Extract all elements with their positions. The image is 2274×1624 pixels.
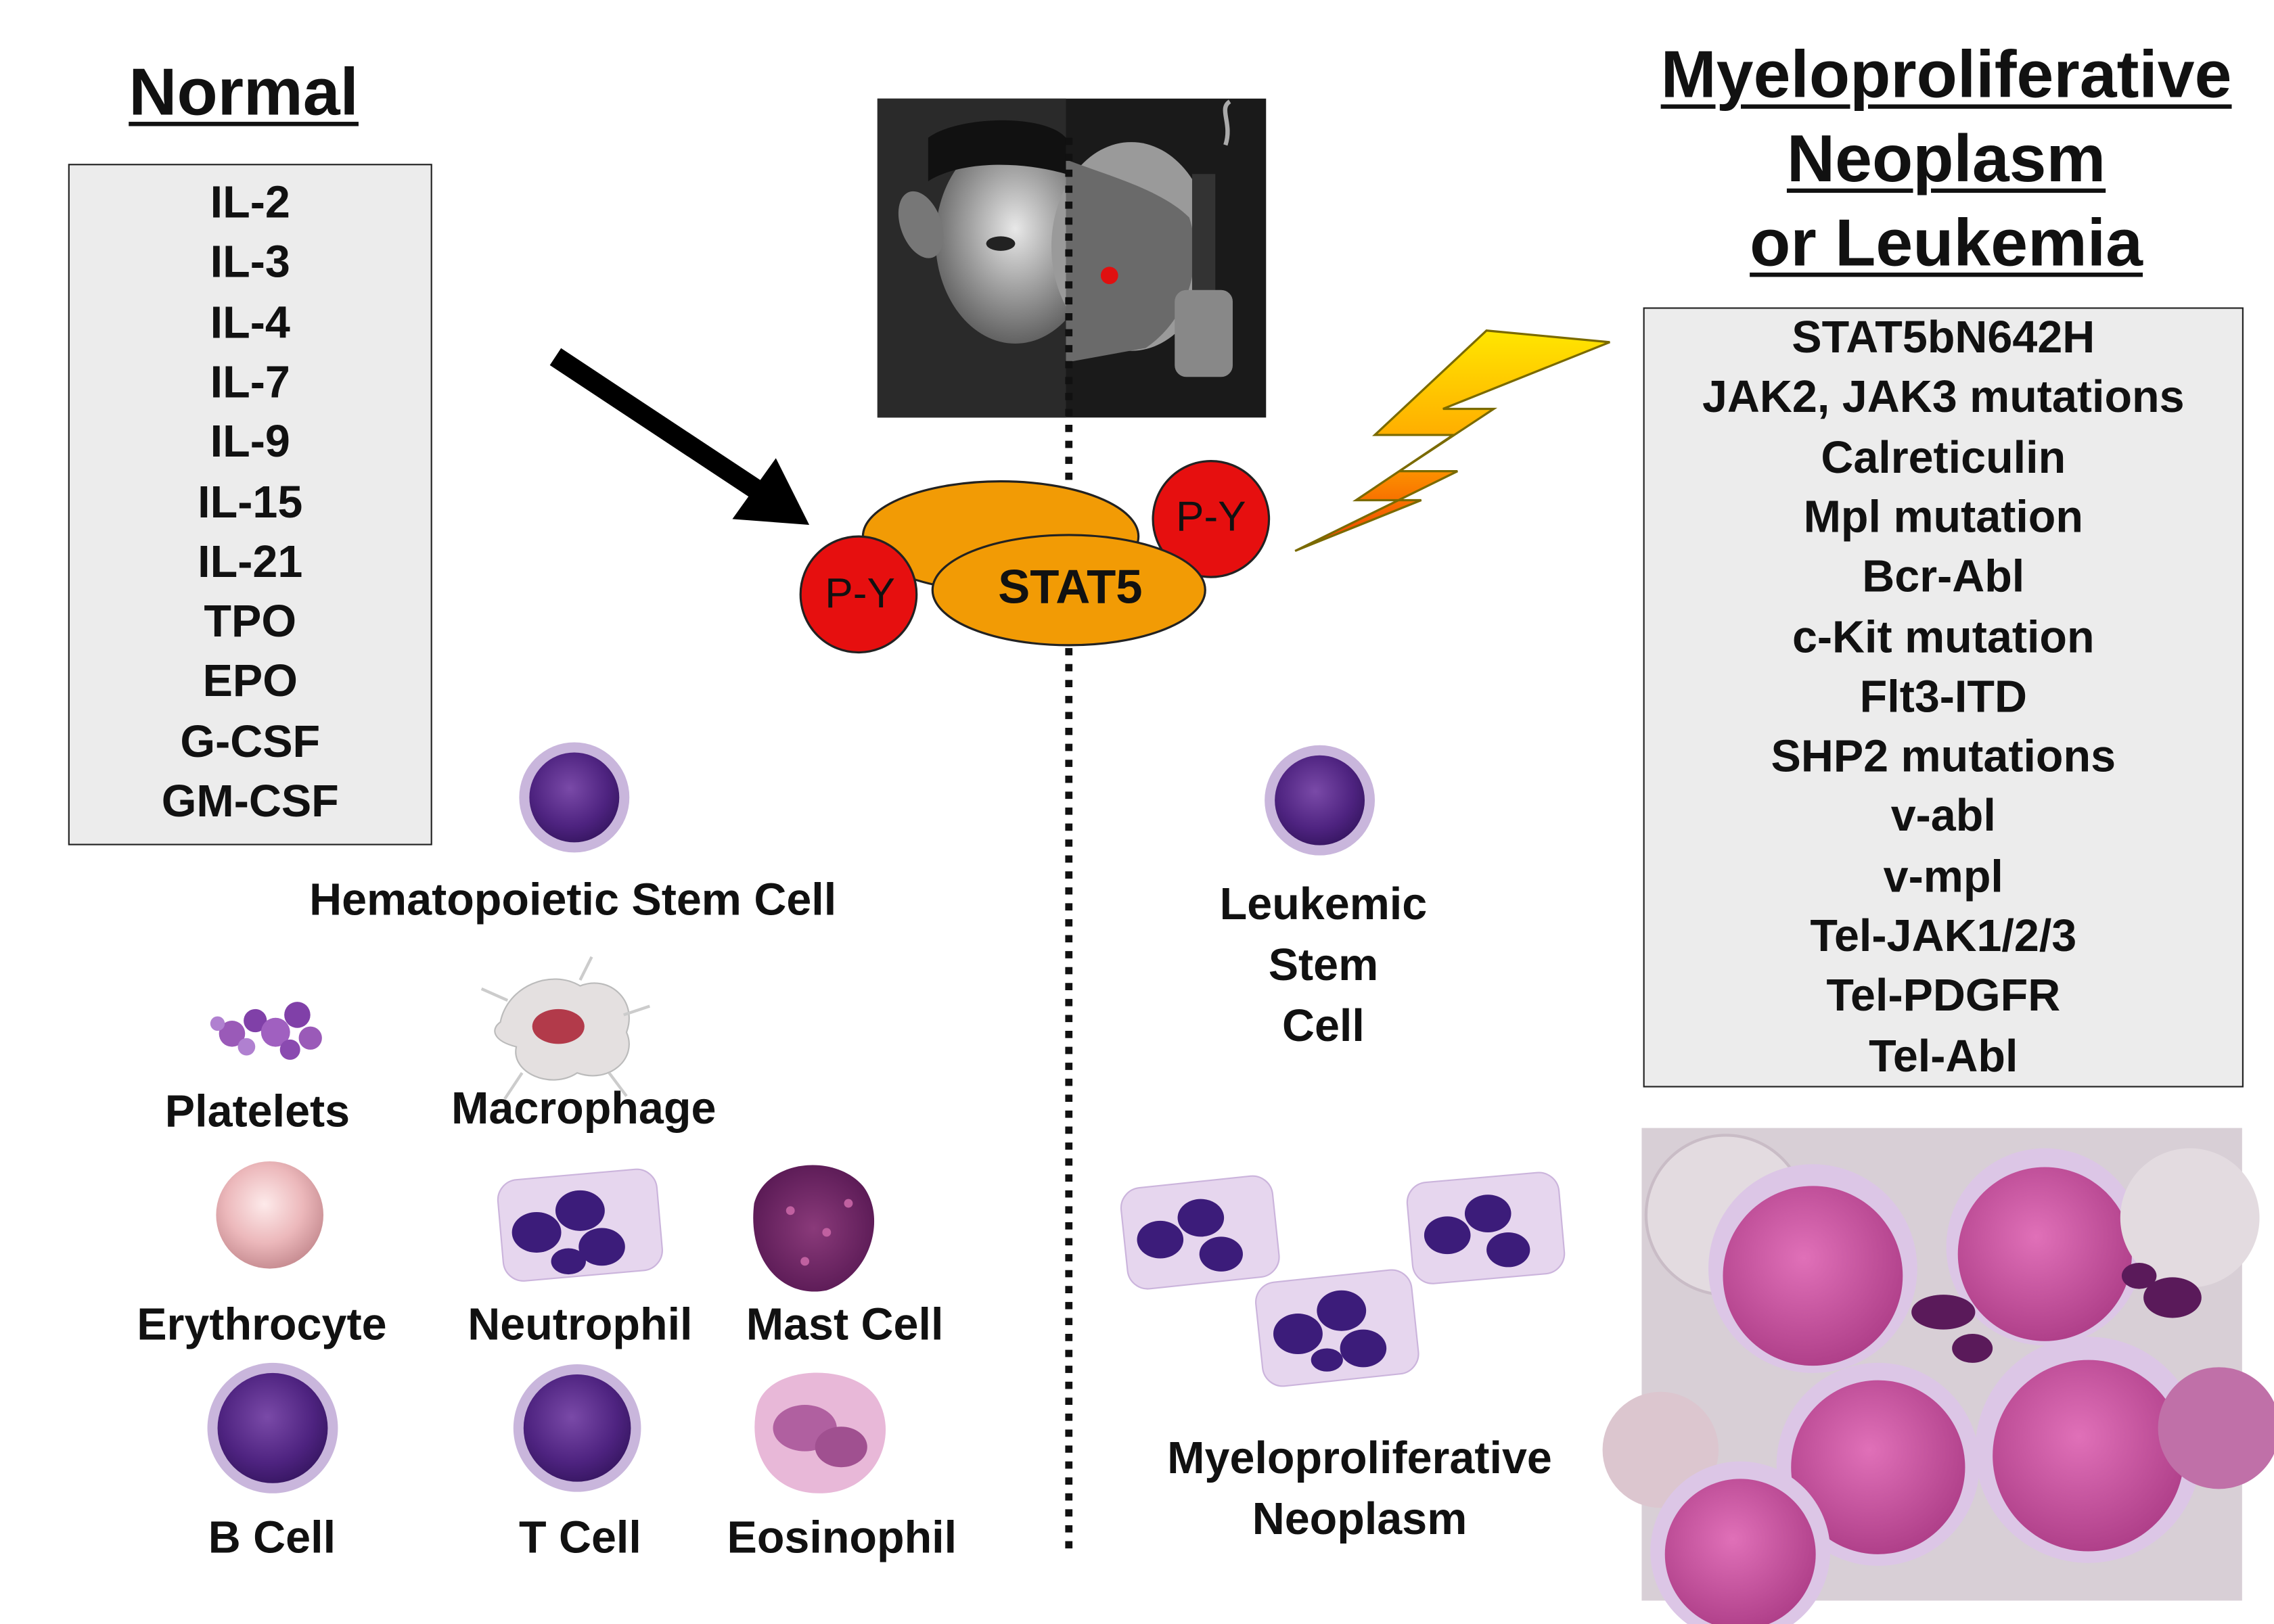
disease-heading-line: Myeloproliferative xyxy=(1660,36,2232,112)
mpn-label-line: Myeloproliferative xyxy=(1167,1432,1552,1483)
hsc-label: Hematopoietic Stem Cell xyxy=(309,874,837,925)
disease-heading: Myeloproliferative Neoplasm or Leukemia xyxy=(1621,32,2271,284)
list-item: SHP2 mutations xyxy=(1771,730,2116,782)
blood-smear-micrograph xyxy=(1602,1128,2274,1624)
list-item: G-CSF xyxy=(180,716,321,767)
disease-heading-line: or Leukemia xyxy=(1750,204,2143,280)
mpn-neutrophil-3-icon xyxy=(1255,1269,1419,1387)
list-item: IL-7 xyxy=(210,356,290,408)
erythrocyte-label: Erythrocyte xyxy=(137,1299,387,1350)
list-item: v-abl xyxy=(1890,791,1996,842)
eosinophil-label: Eosinophil xyxy=(727,1512,957,1563)
stat5-dimer xyxy=(799,460,1271,654)
list-item: JAK2, JAK3 mutations xyxy=(1702,371,2185,423)
list-item: Tel-PDGFR xyxy=(1826,970,2061,1021)
phospho-right xyxy=(1152,460,1271,578)
list-item: IL-9 xyxy=(210,416,290,467)
mpn-neutrophil-1-icon xyxy=(1120,1175,1280,1290)
macrophage-icon xyxy=(480,956,650,1100)
macrophage-label: Macrophage xyxy=(451,1083,717,1134)
list-item: EPO xyxy=(202,655,298,707)
platelets-label: Platelets xyxy=(164,1086,350,1137)
two-face-illustration xyxy=(877,98,1267,418)
neutrophil-icon xyxy=(497,1168,663,1282)
list-item: STAT5bN642H xyxy=(1792,311,2095,363)
mpn-label: Myeloproliferative Neoplasm xyxy=(1131,1428,1588,1550)
activation-arrow xyxy=(549,348,810,525)
list-item: c-Kit mutation xyxy=(1792,611,2095,662)
list-item: Mpl mutation xyxy=(1803,491,2083,542)
lsc-label-line: Stem xyxy=(1268,939,1379,991)
t-cell-label: T Cell xyxy=(518,1512,641,1563)
platelets-icon xyxy=(210,1002,322,1060)
leukemic-stem-cell-label: Leukemic Stem Cell xyxy=(1175,875,1472,1057)
list-item: Calreticulin xyxy=(1821,431,2066,482)
disease-heading-line: Neoplasm xyxy=(1786,120,2106,196)
phospho-left xyxy=(799,535,918,654)
list-item: TPO xyxy=(204,596,297,647)
list-item: Bcr-Abl xyxy=(1862,551,2025,602)
t-cell-icon xyxy=(513,1364,641,1492)
mpn-label-line: Neoplasm xyxy=(1252,1493,1468,1544)
lsc-label-line: Cell xyxy=(1281,1000,1365,1052)
hsc-cell-icon xyxy=(519,742,630,853)
erythrocyte-icon xyxy=(216,1161,324,1269)
lightning-bolt-icon xyxy=(1294,329,1610,553)
mast-cell-label: Mast Cell xyxy=(746,1299,944,1350)
b-cell-icon xyxy=(207,1362,338,1493)
normal-heading: Normal xyxy=(129,53,359,129)
list-item: IL-21 xyxy=(198,536,303,587)
lsc-label-line: Leukemic xyxy=(1219,878,1428,929)
phospho-right-label: P-Y xyxy=(1176,494,1246,541)
list-item: v-mpl xyxy=(1883,850,2003,902)
list-item: Flt3-ITD xyxy=(1859,671,2027,722)
list-item: IL-4 xyxy=(210,296,290,348)
list-item: Tel-Abl xyxy=(1869,1030,2018,1082)
list-item: IL-15 xyxy=(198,476,303,528)
stat5-label: STAT5 xyxy=(998,559,1143,613)
eosinophil-icon xyxy=(754,1372,886,1493)
neutrophil-label: Neutrophil xyxy=(468,1299,693,1350)
list-item: IL-3 xyxy=(210,237,290,288)
phospho-left-label: P-Y xyxy=(825,571,895,618)
b-cell-label: B Cell xyxy=(208,1512,336,1563)
mpn-neutrophil-2-icon xyxy=(1406,1171,1566,1284)
leukemic-stem-cell-icon xyxy=(1265,745,1375,856)
list-item: Tel-JAK1/2/3 xyxy=(1810,910,2077,962)
list-item: IL-2 xyxy=(210,177,290,228)
list-item: GM-CSF xyxy=(161,775,339,827)
mast-cell-icon xyxy=(753,1165,875,1292)
